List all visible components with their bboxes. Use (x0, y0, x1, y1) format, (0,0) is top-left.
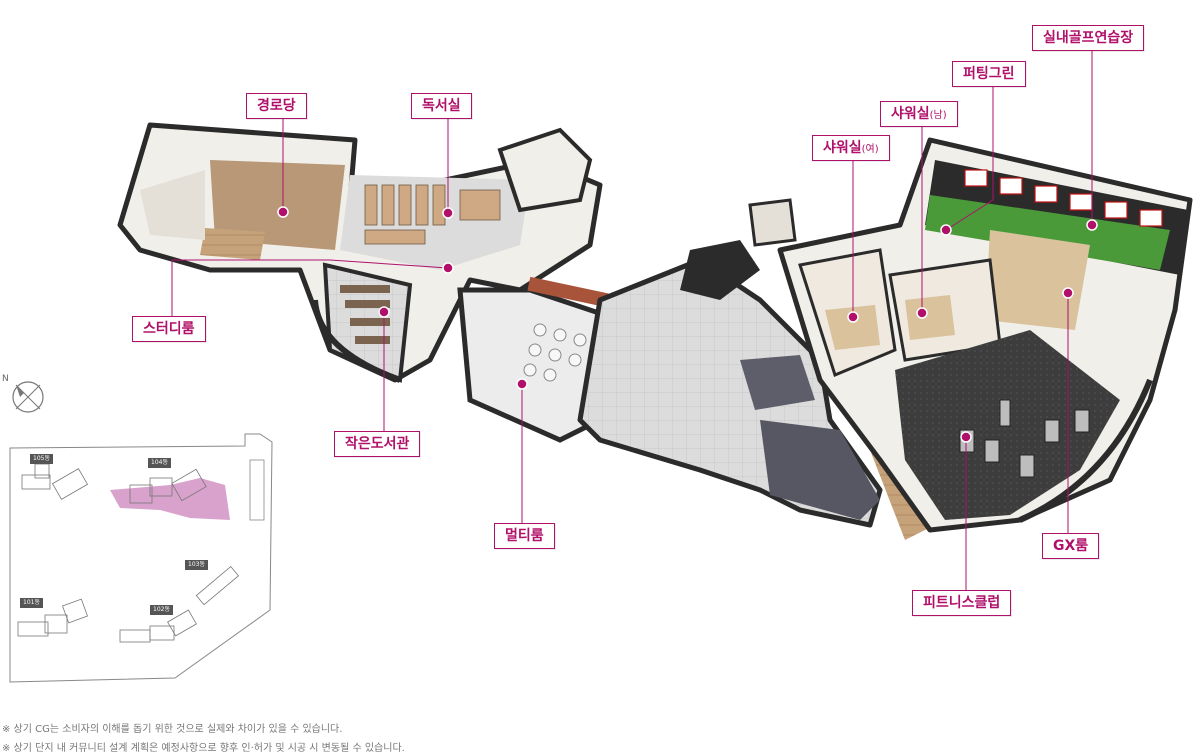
building-tag: 102동 (150, 605, 173, 615)
label-putting-green: 퍼팅그린 (952, 61, 1026, 87)
site-outline (9, 433, 273, 683)
label-small-library: 작은도서관 (334, 431, 421, 457)
marker-dot (960, 431, 972, 443)
label-gx-room: GX룸 (1042, 533, 1100, 559)
compass-icon (12, 381, 44, 413)
marker-dot (442, 262, 454, 274)
label-shower-female: 샤워실(여) (812, 135, 890, 161)
multiroom-tables (523, 323, 587, 382)
label-reading-room: 독서실 (411, 93, 472, 119)
marker-dot (916, 307, 928, 319)
reading-desks (364, 184, 501, 245)
marker-dot (277, 206, 289, 218)
compass-north-letter: N (2, 374, 9, 384)
label-study-room: 스터디룸 (132, 316, 206, 342)
marker-dot (847, 311, 859, 323)
shower-female-main: 샤워실 (823, 140, 862, 156)
building-tag: 103동 (185, 560, 208, 570)
marker-dot (442, 207, 454, 219)
building-tag: 104동 (148, 458, 171, 468)
building-tag: 105동 (30, 454, 53, 464)
center-wing (457, 127, 935, 540)
marker-dot (1086, 219, 1098, 231)
marker-dot (1062, 287, 1074, 299)
site-keymap: 105동 104동 103동 101동 102동 (0, 430, 275, 690)
marker-dot (940, 224, 952, 236)
shower-female-sub: (여) (861, 144, 879, 155)
golf-targets (964, 169, 1163, 227)
label-shower-male: 샤워실(남) (880, 101, 958, 127)
label-fitness-club: 피트니스클럽 (912, 590, 1012, 616)
library-shelves (340, 285, 390, 344)
shower-male-main: 샤워실 (891, 106, 930, 122)
building-tag: 101동 (20, 598, 43, 608)
disclaimer-note: ※ 상기 CG는 소비자의 이해를 돕기 위한 것으로 실제와 차이가 있을 수… (2, 724, 343, 735)
label-senior-center: 경로당 (246, 93, 307, 119)
disclaimer-note: ※ 상기 단지 내 커뮤니티 설계 계획은 예정사항으로 향후 인·허가 및 시… (2, 743, 405, 754)
label-indoor-golf: 실내골프연습장 (1032, 25, 1145, 51)
shower-male-sub: (남) (929, 110, 947, 121)
left-wing (117, 122, 603, 383)
label-multiroom: 멀티룸 (494, 523, 555, 549)
marker-dot (378, 306, 390, 318)
right-wing (777, 137, 1193, 533)
compass: N (0, 372, 50, 418)
marker-dot (516, 378, 528, 390)
